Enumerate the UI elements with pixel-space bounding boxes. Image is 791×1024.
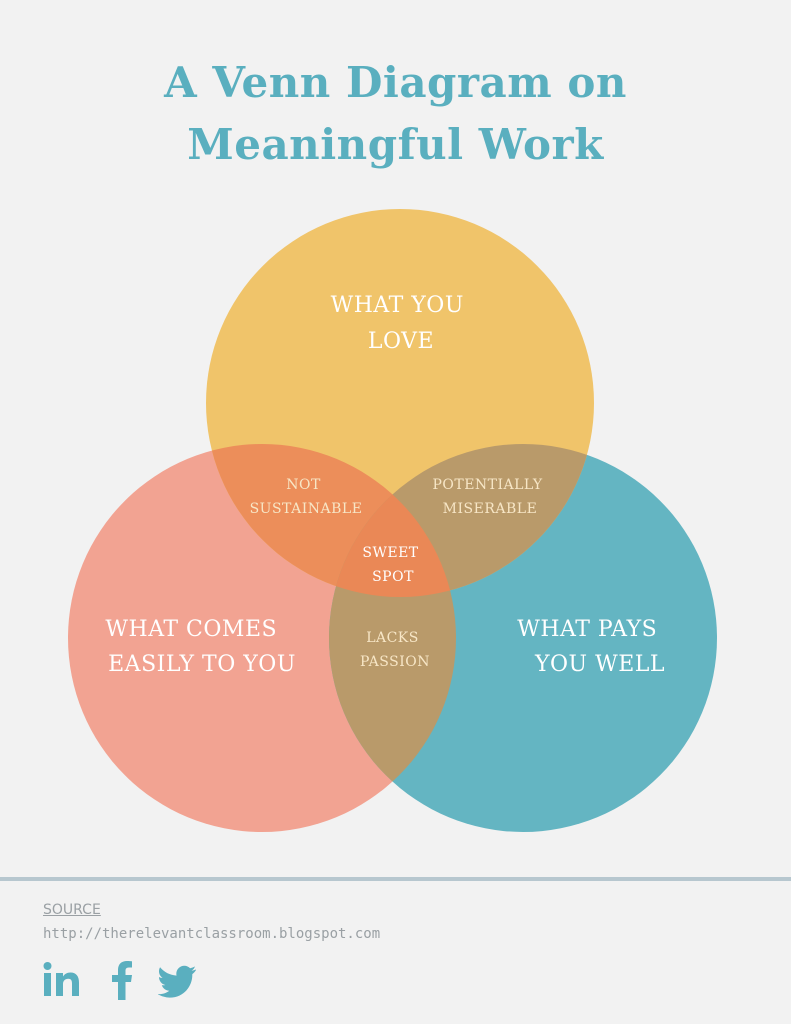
overlap-sweet-spot xyxy=(329,444,456,597)
source-label: SOURCE xyxy=(43,902,101,918)
venn-diagram: WHAT YOU LOVE WHAT COMES EASILY TO YOU W… xyxy=(68,209,717,832)
label-sweet-spot: SWEET SPOT xyxy=(362,545,423,585)
label-lacks-passion: LACKS PASSION xyxy=(360,630,430,670)
footer-divider xyxy=(0,877,791,881)
label-not-sustainable: NOT SUSTAINABLE xyxy=(250,477,363,517)
twitter-icon[interactable] xyxy=(158,960,198,1000)
label-what-you-love: WHAT YOU LOVE xyxy=(331,293,472,354)
source-url[interactable]: http://therelevantclassroom.blogspot.com xyxy=(43,926,381,942)
label-what-comes-easily: WHAT COMES EASILY TO YOU xyxy=(105,617,295,677)
label-what-pays-well: WHAT PAYS YOU WELL xyxy=(517,617,665,677)
title-line-2: Meaningful Work xyxy=(187,120,604,169)
facebook-icon[interactable] xyxy=(108,960,138,1000)
label-potentially-miserable: POTENTIALLY MISERABLE xyxy=(432,477,547,517)
linkedin-icon[interactable] xyxy=(42,960,82,1000)
page-title: A Venn Diagram on Meaningful Work xyxy=(0,52,791,176)
title-line-1: A Venn Diagram on xyxy=(164,58,627,107)
